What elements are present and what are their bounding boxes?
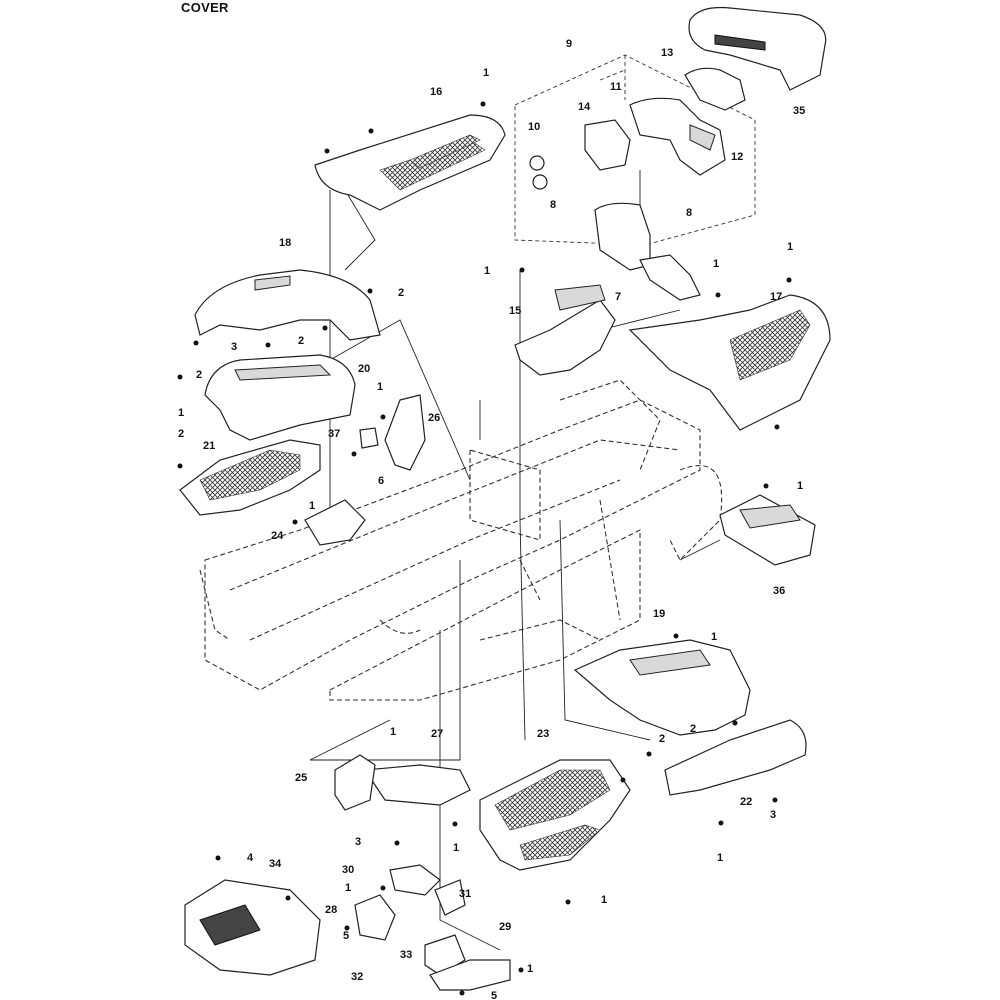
part-26-bracket	[384, 394, 426, 471]
part-15-tray	[514, 284, 616, 376]
callout-3: 3	[231, 341, 237, 353]
assembly-group-box	[514, 54, 756, 246]
callout-34: 34	[269, 858, 282, 870]
fastener-dots	[177, 101, 792, 996]
callout-2: 2	[196, 369, 202, 381]
part-17-cover	[628, 294, 831, 431]
callout-1: 1	[453, 842, 459, 854]
callout-1: 1	[527, 963, 533, 975]
diagram-title: COVER	[181, 0, 229, 15]
part-35-cover	[688, 6, 827, 91]
callout-33: 33	[400, 949, 412, 961]
part-30-bracket	[389, 864, 441, 896]
part-23-step	[479, 759, 631, 871]
callout-2: 2	[690, 723, 696, 735]
callout-29: 29	[499, 921, 511, 933]
part-37-clip	[359, 427, 379, 449]
callout-1: 1	[601, 894, 607, 906]
part-27-plate	[363, 764, 471, 806]
callout-1: 1	[483, 67, 489, 79]
callout-2: 2	[659, 733, 665, 745]
callout-1: 1	[787, 241, 793, 253]
callout-19: 19	[653, 608, 665, 620]
part-19-fender	[573, 639, 751, 736]
callout-36: 36	[773, 585, 785, 597]
callout-12: 12	[731, 151, 743, 163]
callout-23: 23	[537, 728, 549, 740]
callout-1: 1	[309, 500, 315, 512]
part-22-rail	[664, 719, 807, 796]
part-7-tank-cover	[594, 202, 701, 301]
callout-2: 2	[298, 335, 304, 347]
part-20-panel	[204, 354, 356, 441]
callout-27: 27	[431, 728, 443, 740]
part-24-bracket	[304, 499, 366, 546]
part-29-bracket	[429, 959, 511, 991]
callout-3: 3	[770, 809, 776, 821]
callout-1: 1	[484, 265, 490, 277]
part-34-housing	[184, 879, 321, 976]
callout-6: 6	[378, 475, 384, 487]
callout-26: 26	[428, 412, 440, 424]
part-21-step	[179, 439, 321, 516]
callout-15: 15	[509, 305, 521, 317]
callout-30: 30	[342, 864, 354, 876]
callout-1: 1	[717, 852, 723, 864]
callout-16: 16	[430, 86, 442, 98]
callout-35: 35	[793, 105, 805, 117]
part-36-tray	[719, 494, 816, 566]
callout-5: 5	[343, 930, 349, 942]
part-18-fender	[194, 269, 381, 341]
callout-1: 1	[377, 381, 383, 393]
callout-1: 1	[178, 407, 184, 419]
callout-13: 13	[661, 47, 673, 59]
callout-2: 2	[178, 428, 184, 440]
callout-28: 28	[325, 904, 337, 916]
callout-37: 37	[328, 428, 340, 440]
callout-4: 4	[247, 852, 254, 864]
callout-32: 32	[351, 971, 363, 983]
callout-1: 1	[711, 631, 717, 643]
callout-24: 24	[271, 530, 284, 542]
callout-5: 5	[491, 990, 497, 1000]
callout-10: 10	[528, 121, 540, 133]
callout-11: 11	[610, 81, 622, 93]
callout-8: 8	[686, 207, 692, 219]
part-25-plate	[334, 754, 376, 811]
callout-18: 18	[279, 237, 291, 249]
part-16-cover	[314, 114, 506, 211]
part-31-bracket	[434, 879, 466, 916]
callout-14: 14	[578, 101, 591, 113]
leader-lines	[309, 170, 721, 951]
callout-22: 22	[740, 796, 752, 808]
callouts: 1 16 9 13 11 14 10 12 8 8 35 18 2 2 3 2 …	[178, 38, 805, 1000]
callout-31: 31	[459, 888, 471, 900]
callout-9: 9	[566, 38, 572, 50]
callout-17: 17	[770, 291, 782, 303]
part-11-dash-housing	[629, 97, 726, 176]
part-13-dash-cover	[684, 67, 746, 111]
callout-7: 7	[615, 291, 621, 303]
part-10-knob	[529, 155, 548, 190]
callout-1: 1	[345, 882, 351, 894]
callout-1: 1	[390, 726, 396, 738]
callout-1: 1	[713, 258, 719, 270]
callout-8: 8	[550, 199, 556, 211]
callout-1: 1	[797, 480, 803, 492]
callout-20: 20	[358, 363, 370, 375]
callout-2: 2	[398, 287, 404, 299]
callout-3: 3	[355, 836, 361, 848]
chassis-frame	[199, 379, 723, 701]
callout-25: 25	[295, 772, 307, 784]
callout-21: 21	[203, 440, 215, 452]
part-28-bracket	[354, 894, 396, 941]
part-14-panel	[584, 119, 631, 171]
